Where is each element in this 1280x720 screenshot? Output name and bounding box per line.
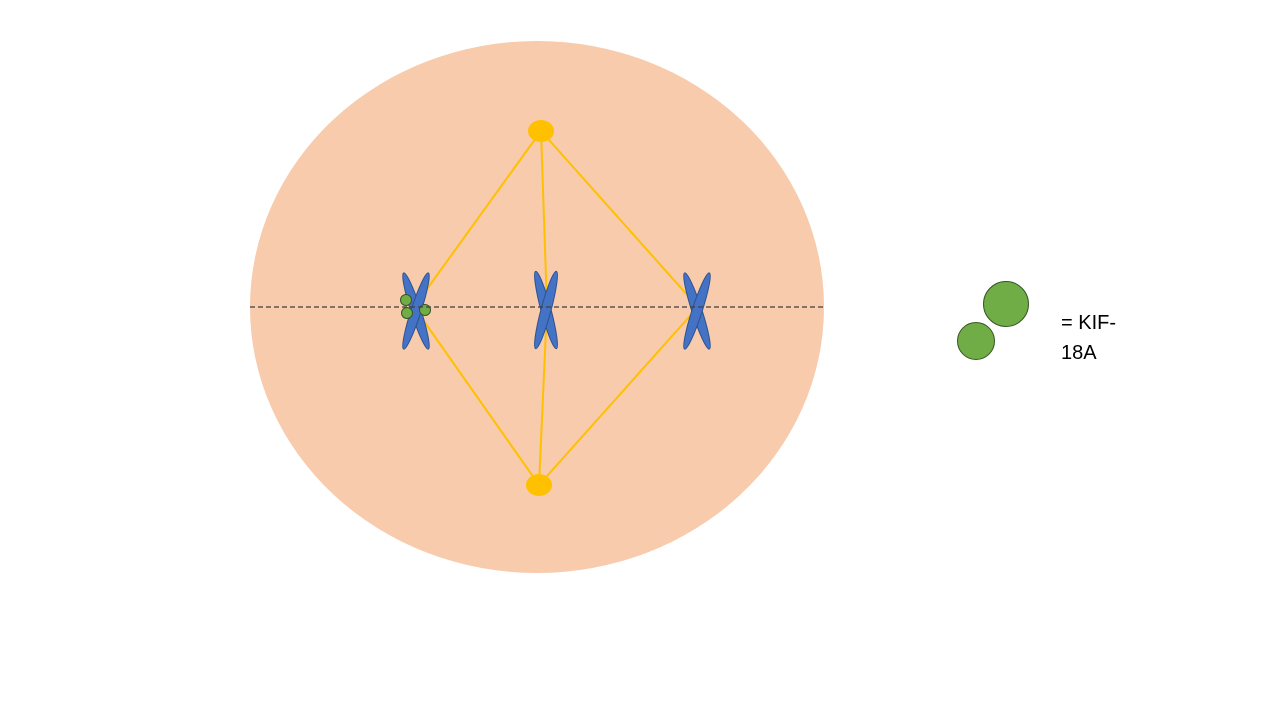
legend-kif18a-large-circle — [983, 281, 1029, 327]
spindle-fiber-bottom-center — [538, 306, 548, 486]
chromosome-right — [683, 272, 711, 350]
chromatid — [534, 270, 558, 350]
cell-body — [250, 41, 824, 573]
kif18a-dot — [400, 294, 412, 306]
chromosome-center — [534, 270, 558, 350]
centrosome-top — [528, 120, 554, 142]
spindle-fiber-top-left — [413, 130, 542, 308]
chromatid — [683, 272, 711, 350]
legend-label-line2: 18A — [1061, 342, 1097, 364]
spindle-fiber-bottom-left — [413, 306, 540, 486]
spindle-fibers — [413, 130, 699, 486]
legend-kif18a-small-circle — [957, 322, 995, 360]
kif18a-dot — [401, 307, 413, 319]
legend-label: = KIF- 18A — [1061, 308, 1141, 368]
spindle-fiber-top-center — [540, 130, 548, 308]
legend-label-line1: = KIF- — [1061, 312, 1117, 334]
kif18a-dot — [419, 304, 431, 316]
centrosome-bottom — [526, 474, 552, 496]
spindle-fiber-top-right — [540, 130, 699, 308]
spindle-fiber-bottom-right — [538, 306, 699, 486]
legend-kif18a-symbol — [957, 281, 1029, 360]
